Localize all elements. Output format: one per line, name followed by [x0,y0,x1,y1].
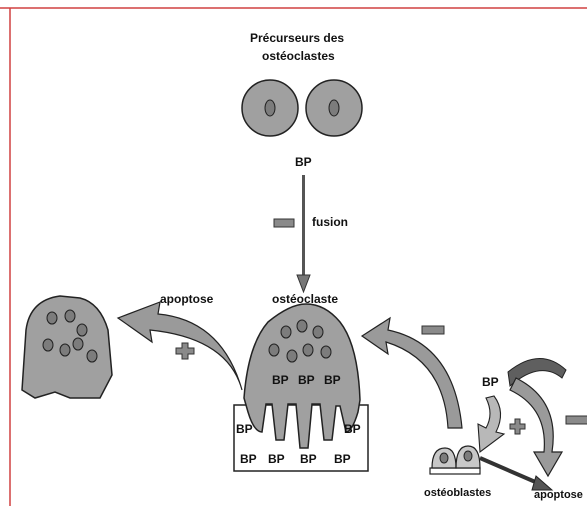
apoptosis-left-label: apoptose [160,292,214,306]
bp-cell-label-2: BP [298,373,315,387]
bp-right-label: BP [482,375,499,389]
bp-cell-label-1: BP [272,373,289,387]
apoptosis-right-label: apoptose [534,489,583,501]
bp-bone-label-6: BP [334,452,351,466]
bp-bone-label-1: BP [236,422,253,436]
osteoblasts-label: ostéoblastes [424,487,491,499]
bp-bone-label-4: BP [268,452,285,466]
precursors-label-line2: ostéoclastes [262,49,335,63]
osteoblasts [430,446,480,474]
fusion-arrow [297,175,310,292]
minus-sign-icon [422,326,444,334]
precursor-cell-right [306,80,362,136]
plus-sign-icon [510,419,525,434]
bp-top-label: BP [295,155,312,169]
inhibit-arrow-middle [362,318,462,428]
minus-sign-icon [274,219,294,227]
apoptosis-arrow-left [118,302,242,390]
precursors-label-line1: Précurseurs des [250,31,344,45]
apoptosis-arrow-right [508,358,566,476]
bp-to-osteoblast-arrow [478,396,504,452]
precursor-cell-left [242,80,298,136]
fusion-label: fusion [312,215,348,229]
bp-cell-label-3: BP [324,373,341,387]
bp-bone-label-2: BP [344,422,361,436]
minus-sign-icon [566,416,587,424]
bp-bone-label-3: BP [240,452,257,466]
plus-sign-icon [176,343,194,359]
bp-bone-label-5: BP [300,452,317,466]
apoptotic-osteoclast [22,296,112,398]
